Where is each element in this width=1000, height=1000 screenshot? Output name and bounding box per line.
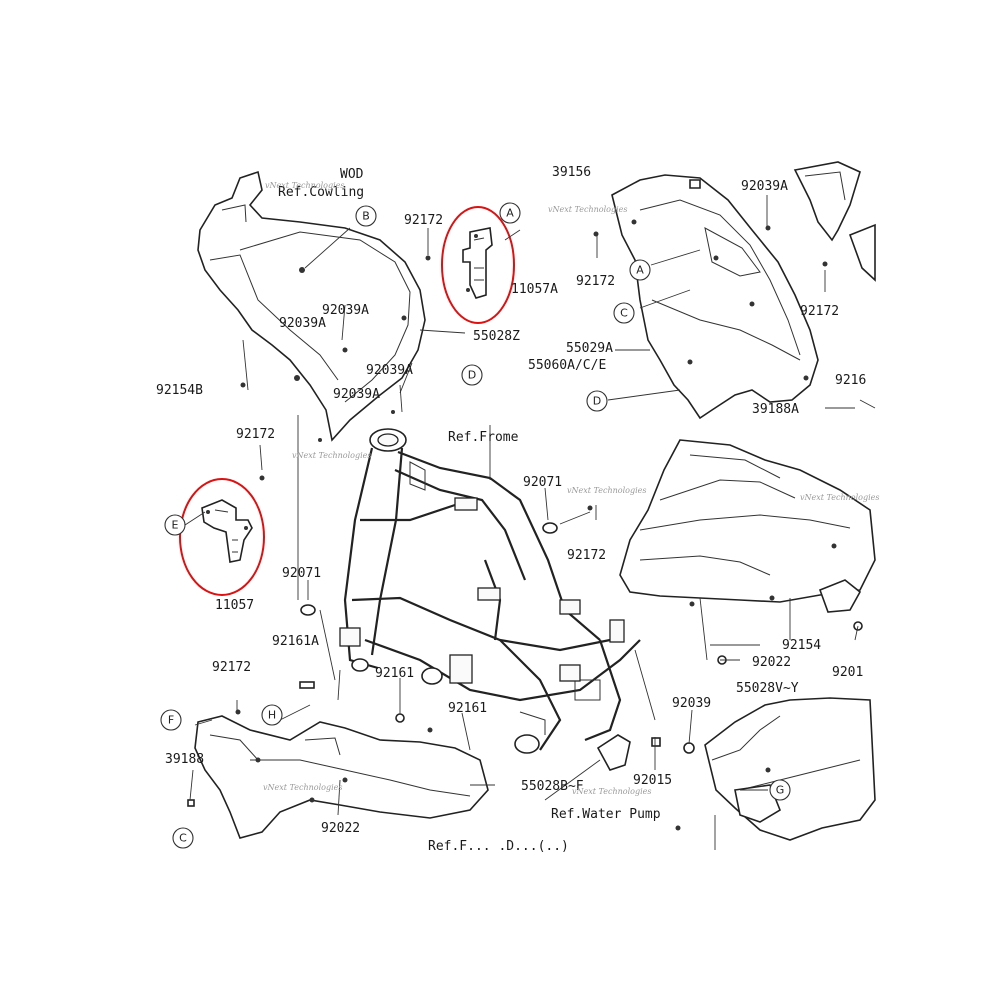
callout-G-label: G	[776, 784, 785, 797]
highlight-circle-11057A	[441, 206, 515, 324]
callout-F-label: F	[168, 714, 174, 727]
fastener-items	[187, 225, 863, 831]
callout-A-right-label: A	[636, 264, 644, 277]
callout-A-upper: A	[499, 202, 521, 224]
callout-D-left: D	[461, 364, 483, 386]
part-92161-a: 92161	[375, 666, 414, 681]
callout-C-right: C	[613, 302, 635, 324]
part-55060ACE: 55060A/C/E	[528, 358, 606, 373]
callout-D-right: D	[586, 390, 608, 412]
callout-D-left-label: D	[468, 369, 476, 382]
part-92039A-c: 92039A	[366, 363, 413, 378]
part-92172-d: 92172	[576, 274, 615, 289]
callout-A-right: A	[629, 259, 651, 281]
part-92022-a: 92022	[321, 821, 360, 836]
callout-E-label: E	[172, 519, 179, 532]
right-middle-cover-part	[619, 439, 876, 613]
part-55028VY: 55028V~Y	[736, 681, 799, 696]
part-92161-b: 92161	[448, 701, 487, 716]
part-92172-f: 92172	[567, 548, 606, 563]
callout-C-right-label: C	[620, 307, 628, 320]
part-92172-b: 92172	[236, 427, 275, 442]
part-39188: 39188	[165, 752, 204, 767]
watermark-5: vNext Technologies	[263, 783, 342, 792]
part-39188A: 39188A	[752, 402, 799, 417]
watermark-6: vNext Technologies	[572, 787, 651, 796]
callout-D-right-label: D	[593, 395, 601, 408]
part-92172-e: 92172	[800, 304, 839, 319]
part-92172-c: 92172	[212, 660, 251, 675]
watermark-7: vNext Technologies	[800, 493, 879, 502]
frame-assembly	[339, 428, 641, 754]
bracket-11057A	[462, 227, 493, 299]
lower-left-fairing-part	[194, 715, 489, 839]
part-92039A-e: 92039A	[741, 179, 788, 194]
part-92015-cut: 9201	[832, 665, 863, 680]
part-92015: 92015	[633, 773, 672, 788]
part-92022-b: 92022	[752, 655, 791, 670]
callout-G: G	[769, 779, 791, 801]
watermark-1: vNext Technologies	[265, 181, 344, 190]
lower-right-fairing-part	[704, 697, 876, 841]
right-upper-cowl-part	[611, 174, 819, 420]
part-92039A-a: 92039A	[322, 303, 369, 318]
part-55029A: 55029A	[566, 341, 613, 356]
watermark-4: vNext Technologies	[567, 486, 646, 495]
part-92071-a: 92071	[523, 475, 562, 490]
part-92154B: 92154B	[156, 383, 203, 398]
part-55028BF: 55028B~F	[521, 779, 584, 794]
ref-frame-label: Ref.Frome	[448, 430, 519, 445]
callout-A-upper-label: A	[506, 207, 514, 220]
callout-E: E	[164, 514, 186, 536]
watermark-3: vNext Technologies	[292, 451, 371, 460]
ref-cowling-top-label: WOD	[340, 167, 364, 182]
part-92071-b: 92071	[282, 566, 321, 581]
callout-H-label: H	[268, 709, 276, 722]
ref-cowling-label: Ref.Cowling	[278, 185, 364, 200]
part-92172-a: 92172	[404, 213, 443, 228]
part-55028Z: 55028Z	[473, 329, 520, 344]
part-11057: 11057	[215, 598, 254, 613]
ref-bottom-cut-label: Ref.F... .D...(..)	[428, 839, 569, 854]
watermark-2: vNext Technologies	[548, 205, 627, 214]
callout-H: H	[261, 704, 283, 726]
bracket-11057	[201, 499, 253, 563]
callout-B-label: B	[362, 210, 370, 223]
part-92154: 92154	[782, 638, 821, 653]
callout-B: B	[355, 205, 377, 227]
part-92161A: 92161A	[272, 634, 319, 649]
part-9216-cut: 9216	[835, 373, 866, 388]
right-edge-piece	[793, 161, 876, 282]
part-92039A-b: 92039A	[279, 316, 326, 331]
callout-F: F	[160, 709, 182, 731]
leader-lines	[184, 195, 876, 850]
part-39156: 39156	[552, 165, 591, 180]
ref-water-pump-label: Ref.Water Pump	[551, 807, 661, 822]
part-92039A-d: 92039A	[333, 387, 380, 402]
highlight-circle-11057	[179, 478, 265, 596]
part-92039: 92039	[672, 696, 711, 711]
left-upper-cowl-part	[197, 170, 426, 442]
part-11057A: 11057A	[511, 282, 558, 297]
callout-C-bottom-label: C	[179, 832, 187, 845]
callout-C-bottom: C	[172, 827, 194, 849]
